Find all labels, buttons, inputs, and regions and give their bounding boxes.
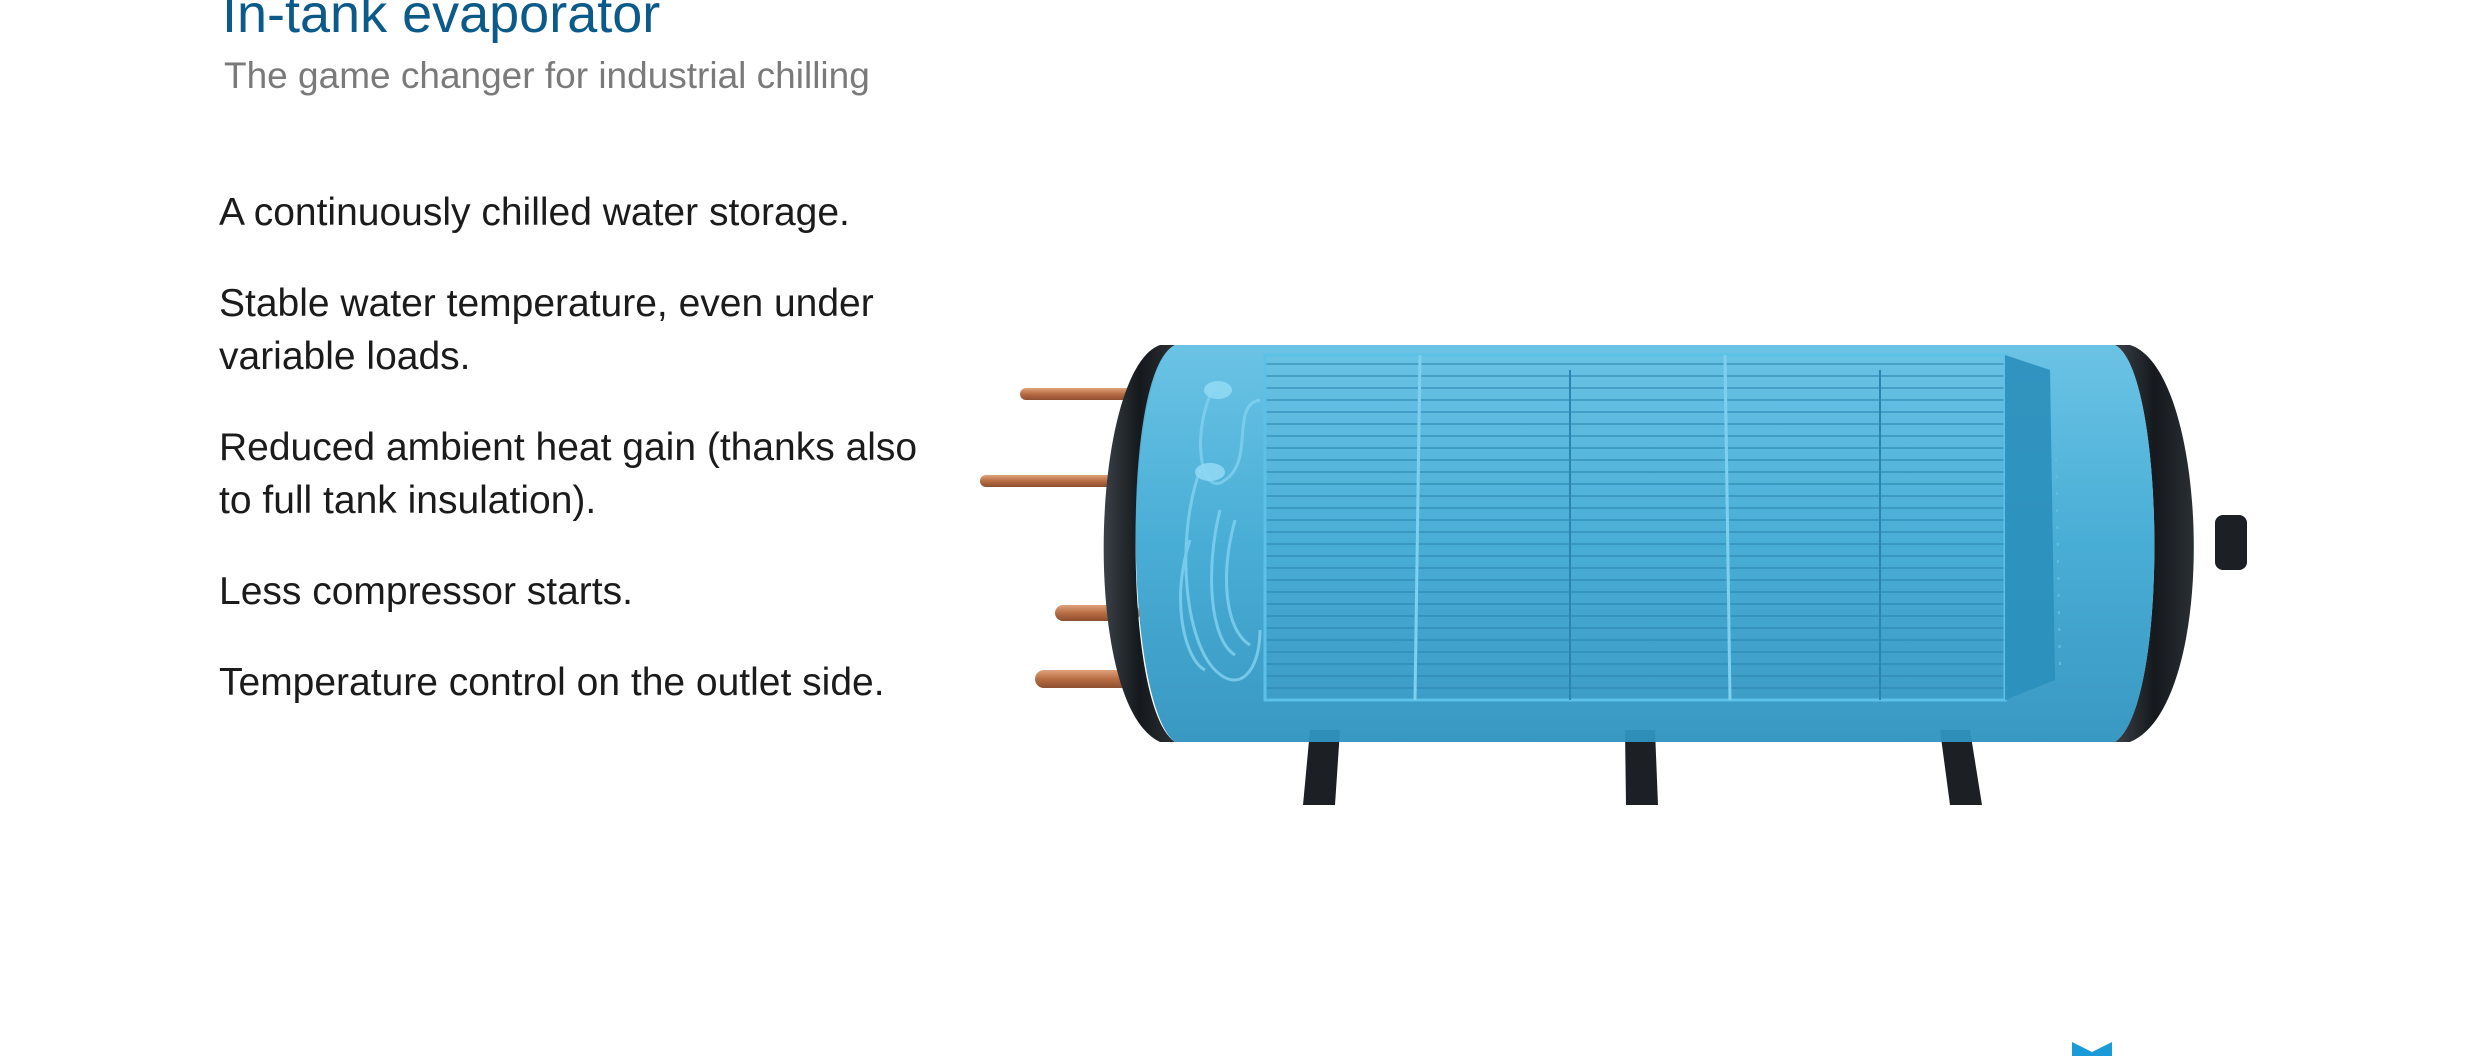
tank-end-cap [2115,345,2194,742]
tank-evaporator-illustration [980,345,2247,805]
tank-leg [1940,730,1982,805]
feature-list: A continuously chilled water storage. St… [219,186,919,747]
slide-title: In-tank evaporator [222,0,661,44]
feature-item: Less compressor starts. [219,570,633,613]
outlet-nozzle [2215,515,2247,570]
copper-pipe [980,475,1140,487]
header-plate [2005,355,2055,700]
feature-item: A continuously chilled water storage. [219,191,850,234]
feature-item: Temperature control on the outlet side. [219,661,885,704]
feature-item: Stable water temperature, even under var… [219,282,874,378]
copper-pipe [1020,388,1140,400]
tank-leg [1303,730,1340,805]
evaporator-fin-block [1265,355,2005,700]
evaporator-coil [1179,384,1262,682]
company-logo-mark [2072,1042,2112,1056]
tank-leg [1625,730,1658,805]
tank-end-cap [1103,345,1175,742]
copper-pipe [1035,670,1140,688]
slide-subtitle: The game changer for industrial chilling [224,55,870,96]
feature-item: Reduced ambient heat gain (thanks also t… [219,426,918,522]
